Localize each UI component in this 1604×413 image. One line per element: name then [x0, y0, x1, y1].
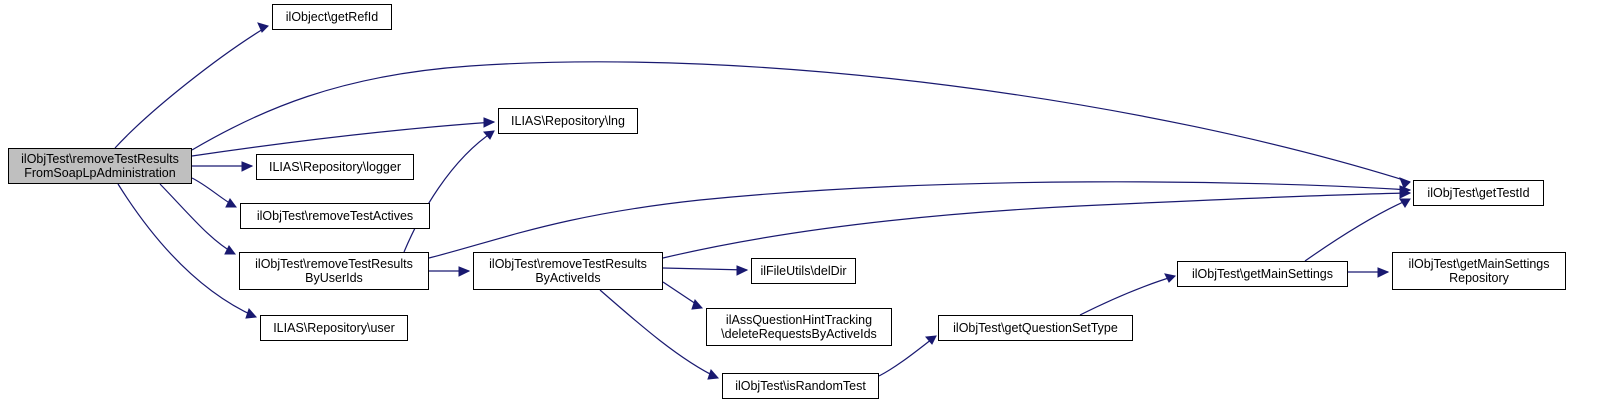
node-getrefid[interactable]: ilObject\getRefId [272, 4, 392, 30]
node-root[interactable]: ilObjTest\removeTestResults FromSoapLpAd… [8, 148, 192, 184]
node-remove-test-actives[interactable]: ilObjTest\removeTestActives [240, 203, 430, 229]
node-logger[interactable]: ILIAS\Repository\logger [256, 154, 414, 180]
node-delete-requests-by-active-ids[interactable]: ilAssQuestionHintTracking \deleteRequest… [706, 308, 892, 346]
node-user[interactable]: ILIAS\Repository\user [260, 315, 408, 341]
node-get-test-id[interactable]: ilObjTest\getTestId [1413, 180, 1544, 206]
node-is-random-test[interactable]: ilObjTest\isRandomTest [722, 373, 879, 399]
node-del-dir[interactable]: ilFileUtils\delDir [751, 258, 856, 284]
node-remove-test-results-by-user-ids[interactable]: ilObjTest\removeTestResults ByUserIds [239, 252, 429, 290]
node-lng[interactable]: ILIAS\Repository\lng [498, 108, 638, 134]
node-get-main-settings-repository[interactable]: ilObjTest\getMainSettings Repository [1392, 252, 1566, 290]
node-get-question-set-type[interactable]: ilObjTest\getQuestionSetType [938, 315, 1133, 341]
node-get-main-settings[interactable]: ilObjTest\getMainSettings [1177, 261, 1348, 287]
node-remove-test-results-by-active-ids[interactable]: ilObjTest\removeTestResults ByActiveIds [473, 252, 663, 290]
